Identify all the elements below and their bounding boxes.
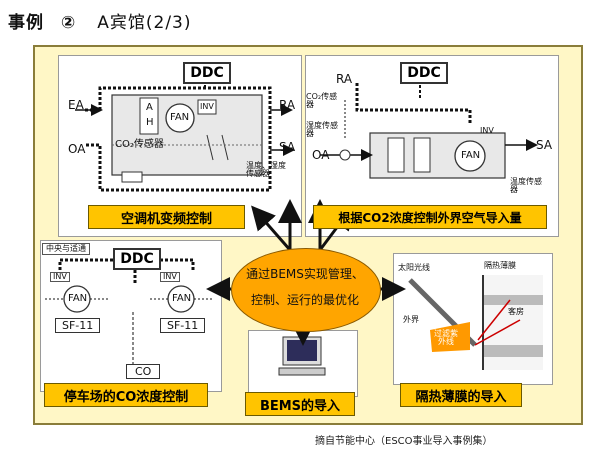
film-panel-label: 隔热薄膜的导入 — [400, 383, 522, 407]
ac-oa-label: OA — [68, 142, 86, 156]
film-sun-label: 太阳光线 — [398, 263, 430, 272]
parking-inv2-label: INV — [160, 272, 180, 283]
fresh-oa-label: OA — [312, 148, 330, 162]
fresh-hum-label: 湿度传感器 — [306, 121, 338, 139]
parking-panel-label: 停车场的CO浓度控制 — [44, 383, 208, 407]
fresh-fan-label: FAN — [461, 150, 481, 161]
film-diagram — [408, 275, 543, 370]
film-room-label: 客房 — [508, 307, 524, 316]
ac-h-label: H — [146, 117, 154, 128]
ac-ddc-box: DDC — [183, 62, 231, 84]
ac-co2-label: CO₂传感器 — [115, 139, 164, 150]
page-title: 事例 ② A宾馆(2/3) — [8, 13, 192, 33]
parking-center-box: 中央与适通 — [42, 243, 90, 256]
ac-a-label: A — [146, 102, 153, 113]
ac-diagram — [75, 75, 295, 192]
parking-fan1-label: FAN — [68, 293, 88, 304]
parking-inv1-label: INV — [50, 272, 70, 283]
fresh-sa-label: SA — [536, 138, 553, 152]
ac-fan-label: FAN — [170, 112, 190, 123]
bems-panel-label: BEMS的导入 — [245, 392, 355, 416]
parking-ddc-box: DDC — [113, 248, 161, 270]
bems-optimization-ellipse — [231, 248, 381, 332]
film-blocked-label: 过滤紫外线 — [434, 329, 458, 347]
fresh-co2-label: CO₂传感器 — [306, 92, 338, 110]
computer-icon — [278, 336, 326, 376]
parking-sf1-label: SF-11 — [55, 318, 101, 333]
fresh-panel-label: 根据CO2浓度控制外界空气导入量 — [313, 205, 547, 229]
fresh-ra-label: RA — [336, 72, 353, 86]
film-film-label: 隔热薄膜 — [484, 261, 516, 270]
ac-sa-label: SA — [279, 140, 296, 154]
ac-ra-label: RA — [279, 98, 296, 112]
parking-co-label: CO — [126, 364, 161, 379]
parking-sf2-label: SF-11 — [160, 318, 206, 333]
parking-diagram — [45, 258, 214, 365]
ac-ea-label: EA — [68, 98, 84, 112]
fresh-temp-label: 温度传感器 — [510, 177, 542, 195]
ac-panel-label: 空调机变频控制 — [88, 205, 245, 229]
ac-temp-label: 温度、湿度传感器 — [246, 161, 286, 179]
source-note: 摘自节能中心（ESCO事业导入事例集） — [315, 436, 493, 447]
fresh-ddc-box: DDC — [400, 62, 448, 84]
fresh-inv-label: INV — [480, 126, 494, 135]
ac-inv-label: INV — [200, 102, 214, 111]
fresh-air-diagram — [320, 80, 538, 179]
film-outside-label: 外界 — [403, 315, 419, 324]
bems-optimization-text: 通过BEMS实现管理、 控制、运行的最优化 — [246, 267, 364, 307]
parking-fan2-label: FAN — [172, 293, 192, 304]
